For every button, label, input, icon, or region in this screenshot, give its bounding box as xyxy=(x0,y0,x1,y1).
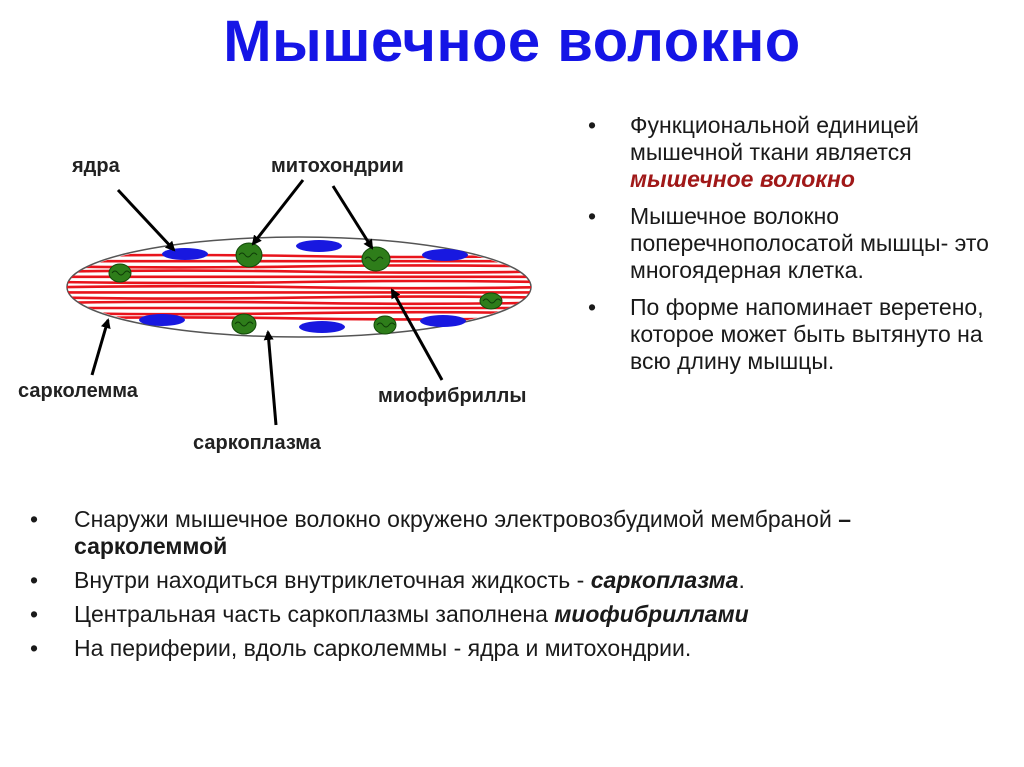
bottom-bullet-4: • На периферии, вдоль сарколеммы - ядра … xyxy=(30,635,990,662)
bullet-marker: • xyxy=(588,203,596,230)
mitochondrion xyxy=(362,247,390,271)
label-myofibrils: миофибриллы xyxy=(378,385,526,407)
nucleus xyxy=(139,314,185,326)
nucleus xyxy=(422,249,468,261)
emphasis-muscle-fiber: мышечное волокно xyxy=(630,166,855,192)
nucleus xyxy=(420,315,466,327)
emphasis-sarcoplasm: саркоплазма xyxy=(591,567,739,593)
arrow-nuclei xyxy=(118,190,174,250)
bullet-marker: • xyxy=(30,567,38,594)
bullet-marker: • xyxy=(30,635,38,662)
right-bullet-3: • По форме напоминает веретено, которое … xyxy=(588,294,1008,375)
label-sarcoplasm: саркоплазма xyxy=(193,432,322,454)
nucleus xyxy=(299,321,345,333)
right-bullet-1: • Функциональной единицей мышечной ткани… xyxy=(588,112,1008,193)
arrow-sarcolemma xyxy=(92,320,108,375)
bullet-marker: • xyxy=(588,294,596,321)
label-nuclei: ядра xyxy=(71,155,121,177)
label-sarcolemma: сарколемма xyxy=(18,380,139,402)
arrow-mitochondria-left xyxy=(253,180,303,244)
right-bullet-2: • Мышечное волокно поперечнополосатой мы… xyxy=(588,203,1008,284)
label-mitochondria: митохондрии xyxy=(271,155,404,177)
nucleus xyxy=(296,240,342,252)
nucleus xyxy=(162,248,208,260)
bullet-marker: • xyxy=(588,112,596,139)
muscle-fiber-diagram: ядра митохондрии сарколемма миофибриллы … xyxy=(0,0,600,480)
right-bullet-list: • Функциональной единицей мышечной ткани… xyxy=(588,112,1008,385)
bullet-marker: • xyxy=(30,601,38,628)
bottom-bullet-2: • Внутри находиться внутриклеточная жидк… xyxy=(30,567,990,594)
arrow-sarcoplasm xyxy=(268,332,276,425)
bottom-bullet-3: • Центральная часть саркоплазмы заполнен… xyxy=(30,601,990,628)
emphasis-myofibrils: миофибриллами xyxy=(554,601,748,627)
bottom-bullet-list: • Снаружи мышечное волокно окружено элек… xyxy=(30,506,990,669)
bottom-bullet-1: • Снаружи мышечное волокно окружено элек… xyxy=(30,506,990,560)
bullet-marker: • xyxy=(30,506,38,533)
mitochondrion xyxy=(236,243,262,267)
